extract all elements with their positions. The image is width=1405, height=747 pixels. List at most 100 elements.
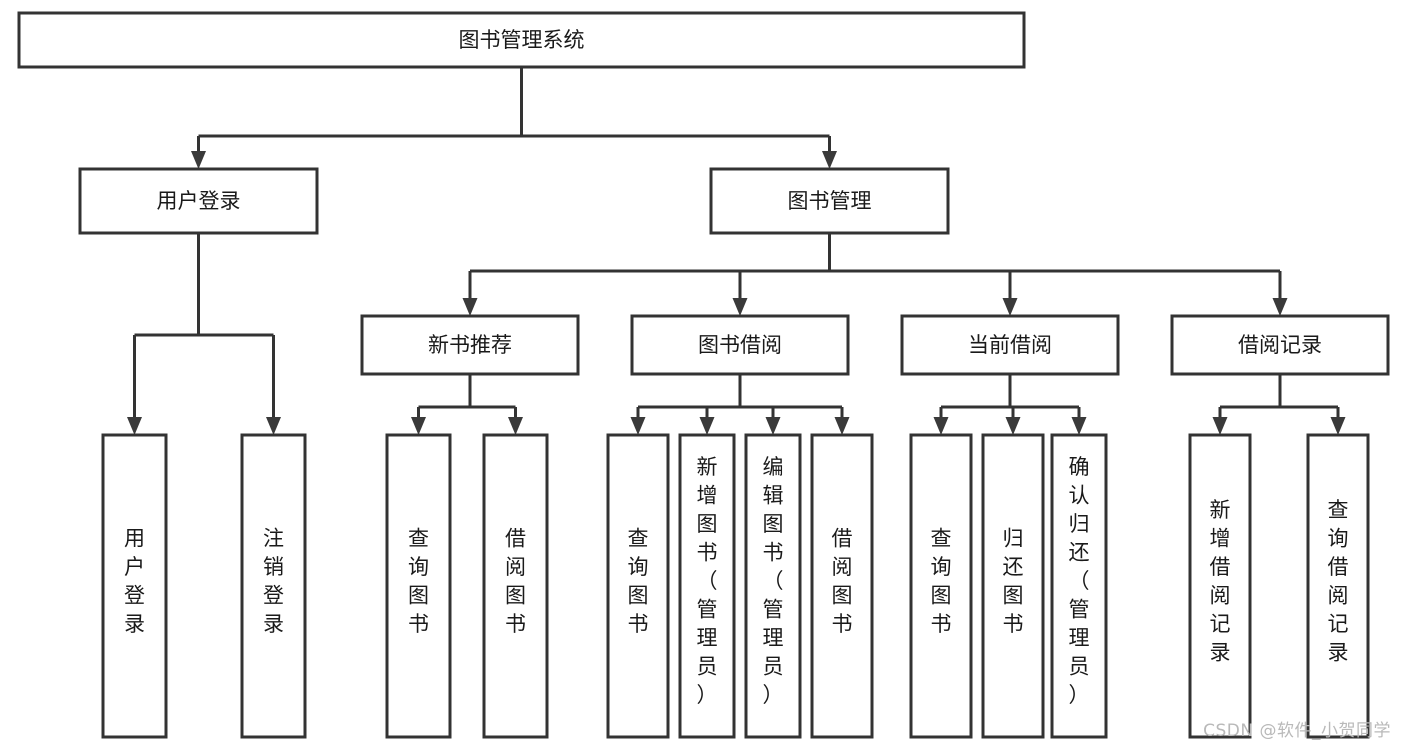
node-box-leaf-edit-book-admin[interactable]: [744, 433, 802, 739]
arrow-head-icon: [266, 417, 281, 435]
node-box-leaf-borrow-book[interactable]: [810, 433, 874, 739]
node-leaf-add-borrow-record[interactable]: 新增借阅记录: [1188, 433, 1252, 739]
node-label-char: 管: [763, 598, 784, 622]
node-label-char: 注: [263, 526, 284, 550]
node-label-char: 书: [1003, 612, 1024, 636]
node-label-char: 借: [1328, 555, 1349, 579]
nodes-layer: 图书管理系统用户登录图书管理新书推荐图书借阅当前借阅借阅记录用户登录注销登录查询…: [17, 11, 1390, 739]
node-label-char: 询: [408, 555, 429, 579]
node-box-leaf-query-book-current[interactable]: [909, 433, 973, 739]
node-label-leaf-edit-book-admin: 编辑图书（管理员）: [763, 455, 784, 707]
node-label-char: 还: [1003, 555, 1024, 579]
node-leaf-query-borrow-record[interactable]: 查询借阅记录: [1306, 433, 1370, 739]
node-leaf-query-book-borrow[interactable]: 查询图书: [606, 433, 670, 739]
node-label-char: 管: [697, 598, 718, 622]
node-label-leaf-query-book-current: 查询图书: [931, 526, 952, 636]
node-label-char: 书: [832, 612, 853, 636]
node-box-leaf-borrow-book-rec[interactable]: [482, 433, 549, 739]
node-box-leaf-add-book-admin[interactable]: [678, 433, 736, 739]
arrow-head-icon: [191, 151, 206, 169]
node-new-book-recommend[interactable]: 新书推荐: [360, 314, 580, 376]
arrow-head-icon: [1330, 417, 1346, 435]
node-leaf-query-book-current[interactable]: 查询图书: [909, 433, 973, 739]
arrow-head-icon: [765, 417, 781, 435]
node-label-char: 理: [763, 626, 784, 650]
node-label-char: 增: [1210, 526, 1231, 550]
node-label-char: 阅: [832, 555, 853, 579]
node-label-char: 图: [832, 583, 853, 607]
node-user-login[interactable]: 用户登录: [78, 167, 319, 235]
node-label-char: 书: [697, 541, 718, 565]
arrow-head-icon: [630, 417, 646, 435]
node-box-book-borrow[interactable]: [630, 314, 850, 376]
node-label-char: 书: [408, 612, 429, 636]
node-label-char: 辑: [763, 484, 784, 508]
node-label-book-manage: 图书管理: [788, 189, 872, 213]
node-root[interactable]: 图书管理系统: [17, 11, 1026, 69]
arrow-head-icon: [411, 417, 426, 435]
node-label-char: 管: [1069, 598, 1090, 622]
node-leaf-query-book-rec[interactable]: 查询图书: [385, 433, 452, 739]
node-label-char: 增: [697, 484, 718, 508]
node-box-leaf-return-book[interactable]: [981, 433, 1045, 739]
node-label-char: 理: [697, 626, 718, 650]
arrow-head-icon: [1071, 417, 1087, 435]
node-label-char: 员: [1069, 655, 1090, 679]
node-label-book-borrow: 图书借阅: [698, 333, 782, 357]
node-label-char: 归: [1003, 526, 1024, 550]
node-label-char: 阅: [505, 555, 526, 579]
node-borrow-record[interactable]: 借阅记录: [1170, 314, 1390, 376]
node-leaf-edit-book-admin[interactable]: 编辑图书（管理员）: [744, 433, 802, 739]
arrow-head-icon: [822, 151, 837, 169]
node-label-char: 图: [628, 583, 649, 607]
node-label-char: （: [697, 569, 718, 593]
node-label-leaf-query-book-borrow: 查询图书: [628, 526, 649, 636]
node-label-char: 理: [1069, 626, 1090, 650]
node-label-char: 询: [628, 555, 649, 579]
node-box-leaf-query-book-rec[interactable]: [385, 433, 452, 739]
node-leaf-return-book[interactable]: 归还图书: [981, 433, 1045, 739]
node-label-leaf-logout: 注销登录: [263, 526, 284, 636]
node-leaf-confirm-return-admin[interactable]: 确认归还（管理员）: [1050, 433, 1108, 739]
node-box-leaf-add-borrow-record[interactable]: [1188, 433, 1252, 739]
node-box-new-book-recommend[interactable]: [360, 314, 580, 376]
node-current-borrow[interactable]: 当前借阅: [900, 314, 1120, 376]
node-box-leaf-user-login[interactable]: [101, 433, 168, 739]
node-box-root[interactable]: [17, 11, 1026, 69]
node-label-char: 借: [832, 526, 853, 550]
node-leaf-user-login[interactable]: 用户登录: [101, 433, 168, 739]
node-label-char: 录: [263, 612, 284, 636]
node-box-leaf-query-borrow-record[interactable]: [1306, 433, 1370, 739]
node-label-leaf-user-login: 用户登录: [124, 526, 145, 636]
arrow-head-icon: [732, 298, 748, 316]
node-label-char: 查: [628, 526, 649, 550]
node-book-borrow[interactable]: 图书借阅: [630, 314, 850, 376]
arrow-head-icon: [1002, 298, 1018, 316]
node-label-leaf-confirm-return-admin: 确认归还（管理员）: [1069, 455, 1090, 707]
node-leaf-borrow-book-rec[interactable]: 借阅图书: [482, 433, 549, 739]
arrow-head-icon: [1005, 417, 1021, 435]
node-label-char: 借: [1210, 555, 1231, 579]
node-leaf-logout[interactable]: 注销登录: [240, 433, 307, 739]
node-box-book-manage[interactable]: [709, 167, 950, 235]
node-box-borrow-record[interactable]: [1170, 314, 1390, 376]
node-label-char: 图: [931, 583, 952, 607]
node-label-root: 图书管理系统: [459, 28, 585, 52]
node-book-manage[interactable]: 图书管理: [709, 167, 950, 235]
node-label-char: 图: [763, 512, 784, 536]
node-label-char: 登: [124, 583, 145, 607]
connector-group-book-borrow: [630, 374, 850, 435]
arrow-head-icon: [127, 417, 142, 435]
connector-group-current-borrow: [933, 374, 1087, 435]
node-leaf-add-book-admin[interactable]: 新增图书（管理员）: [678, 433, 736, 739]
arrow-head-icon: [508, 417, 523, 435]
node-label-char: 查: [931, 526, 952, 550]
node-box-leaf-confirm-return-admin[interactable]: [1050, 433, 1108, 739]
node-box-current-borrow[interactable]: [900, 314, 1120, 376]
node-leaf-borrow-book[interactable]: 借阅图书: [810, 433, 874, 739]
connector-group-root: [191, 67, 837, 169]
node-box-user-login[interactable]: [78, 167, 319, 235]
node-box-leaf-query-book-borrow[interactable]: [606, 433, 670, 739]
node-box-leaf-logout[interactable]: [240, 433, 307, 739]
